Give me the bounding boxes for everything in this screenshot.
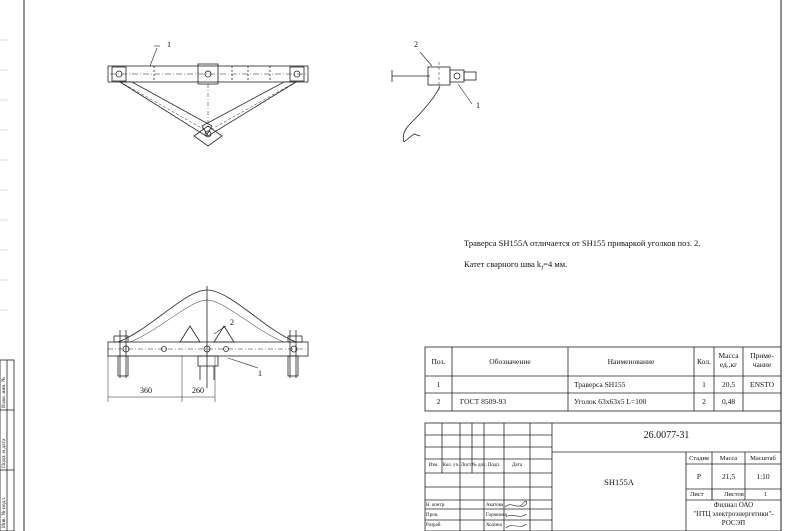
spec-header-name: Наименование bbox=[607, 357, 655, 366]
spec-row-2-mass: 0,48 bbox=[721, 397, 736, 406]
col-mass: Масса bbox=[719, 455, 738, 462]
sheets-label: Листов bbox=[724, 491, 744, 498]
sheet-label: Лист bbox=[690, 491, 704, 498]
spec-row-1-qty: 1 bbox=[702, 380, 706, 389]
side-stamp-replace: Взам. инв. № bbox=[1, 377, 7, 408]
rev-header-kol: Кол. уч. bbox=[442, 463, 460, 468]
top-view-drawing bbox=[107, 45, 309, 147]
spec-row-2-name: Уголок 63х63х5 L=100 bbox=[574, 397, 647, 406]
rev-header-izm: Изм. bbox=[428, 463, 439, 468]
role-3-name: Холина bbox=[486, 523, 502, 528]
note-line-2: Катет сварного шва kf=4 мм. bbox=[464, 259, 567, 272]
scale-value: 1:10 bbox=[756, 472, 770, 481]
spec-row-2-qty: 2 bbox=[702, 397, 706, 406]
callout-2-front: 2 bbox=[230, 318, 234, 327]
rev-header-list: Лист bbox=[460, 463, 472, 468]
side-stamp-sign: Подп. и дата bbox=[1, 438, 7, 468]
note-line-1: Траверса SH155A отличается от SH155 прив… bbox=[464, 238, 701, 248]
col-scale: Масштаб bbox=[750, 455, 776, 462]
spec-header-qty: Кол. bbox=[697, 357, 711, 366]
role-2-name: Горюнова bbox=[486, 513, 507, 518]
sheets-count: 1 bbox=[764, 491, 768, 498]
front-view-drawing bbox=[107, 286, 309, 402]
role-3: Разраб. bbox=[426, 523, 442, 528]
side-stamp bbox=[0, 359, 15, 531]
spec-row-1-pos: 1 bbox=[436, 380, 441, 389]
rev-header-doc: № док. bbox=[472, 463, 487, 468]
role-2: Пров. bbox=[426, 513, 439, 518]
dimension-360: 360 bbox=[140, 386, 152, 395]
spec-row-1-mass: 20,5 bbox=[721, 380, 736, 389]
callout-1-side: 1 bbox=[476, 101, 480, 110]
org-line-2: "НТЦ электроэнергетики"- bbox=[693, 510, 774, 518]
spec-header-note: Приме-чание bbox=[750, 351, 774, 369]
doc-number: 26.0077-31 bbox=[643, 430, 690, 441]
note-line-2-end: =4 мм. bbox=[543, 259, 568, 269]
spec-header-designation: Обозначение bbox=[489, 357, 531, 366]
rev-header-date: Дата bbox=[512, 463, 522, 468]
note-line-2-sub: f bbox=[541, 265, 544, 272]
dimension-260: 260 bbox=[192, 386, 204, 395]
binding-strip bbox=[0, 39, 8, 311]
title-block-grid bbox=[424, 422, 782, 531]
mass-value: 21,5 bbox=[721, 472, 736, 481]
spec-table-grid bbox=[424, 346, 782, 412]
callout-1-front: 1 bbox=[258, 369, 262, 378]
spec-row-1-note: ENSTO bbox=[749, 380, 775, 389]
spec-row-1-name: Траверса SH155 bbox=[574, 380, 626, 389]
spec-row-2-pos: 2 bbox=[436, 397, 441, 406]
role-1-name: Акатова bbox=[486, 503, 504, 508]
role-1: Н. контр. bbox=[426, 503, 446, 508]
side-view-drawing bbox=[391, 51, 477, 143]
spec-header-pos: Поз. bbox=[431, 357, 446, 366]
spec-header-mass: Масса ед.,кг bbox=[718, 351, 739, 369]
rev-header-sign: Подп. bbox=[487, 463, 501, 468]
side-stamp-inv: Инв. № подл. bbox=[1, 496, 7, 528]
item-name: SH155A bbox=[604, 477, 634, 487]
spec-row-2-designation: ГОСТ 8509-93 bbox=[460, 397, 507, 406]
callout-1-top: 1 bbox=[167, 40, 171, 49]
org-line-1: Филиал ОАО bbox=[713, 501, 754, 509]
org-line-3: РОСЭП bbox=[721, 519, 746, 527]
col-stage: Стадия bbox=[689, 455, 709, 462]
stage-value: Р bbox=[696, 472, 702, 481]
note-line-2-text: Катет сварного шва k bbox=[464, 259, 542, 269]
callout-2-side: 2 bbox=[414, 40, 418, 49]
